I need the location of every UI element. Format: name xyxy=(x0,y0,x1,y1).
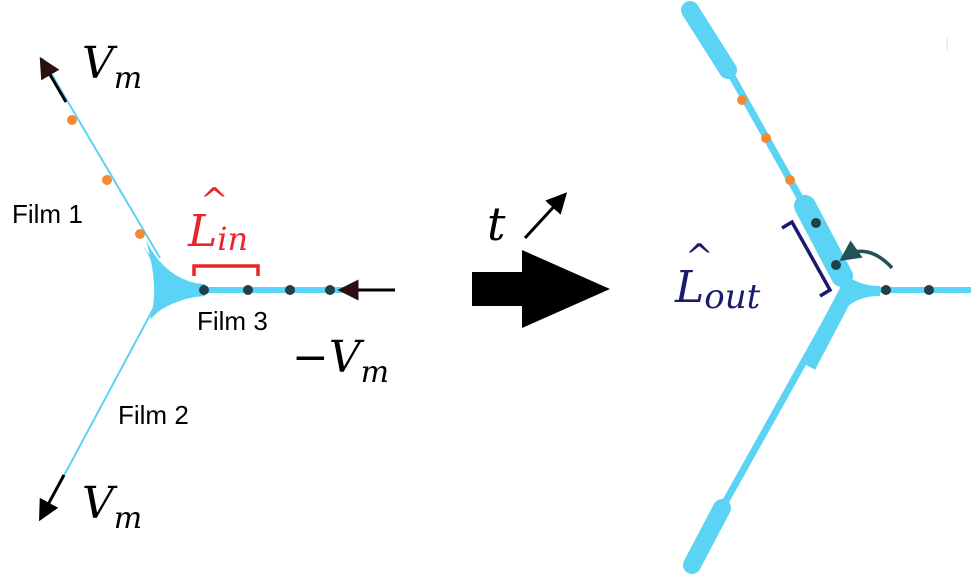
orange-dot xyxy=(135,229,145,239)
velocity-label-top: Vm xyxy=(82,38,142,96)
curved-arrow-icon xyxy=(848,251,892,268)
dark-dot xyxy=(199,285,209,295)
velocity-label-right: −Vm xyxy=(292,332,389,390)
dark-dot xyxy=(811,218,821,228)
velocity-arrow-bottom xyxy=(44,475,64,512)
orange-dot xyxy=(67,115,77,125)
dark-dot xyxy=(325,285,335,295)
transition: t xyxy=(472,197,610,328)
film-3-label: Film 3 xyxy=(197,306,268,336)
film-1-label: Film 1 xyxy=(12,199,83,229)
length-in-label: ^ Lin xyxy=(187,181,248,258)
dark-dot xyxy=(881,285,891,295)
film-2-line xyxy=(52,300,158,498)
diagonal-up-arrow-icon xyxy=(525,200,560,238)
velocity-label-bottom: Vm xyxy=(82,478,142,536)
length-in-bracket xyxy=(194,266,258,276)
film-2-mid xyxy=(808,290,848,366)
orange-dot xyxy=(737,95,747,105)
dark-dot xyxy=(831,260,841,270)
left-foam-junction xyxy=(42,58,395,512)
film-2-thick-end xyxy=(692,508,722,565)
orange-dot xyxy=(102,175,112,185)
velocity-arrow-top xyxy=(45,66,66,102)
dark-dot xyxy=(924,285,934,295)
time-symbol: t xyxy=(487,197,506,251)
orange-dot xyxy=(761,133,771,143)
dark-dot xyxy=(243,285,253,295)
big-right-arrow-icon xyxy=(472,250,610,328)
dark-dot xyxy=(285,285,295,295)
orange-dot xyxy=(785,175,795,185)
length-out-symbol: Lout xyxy=(674,262,761,317)
length-out-label: ^ Lout xyxy=(674,237,761,317)
film-1-thick-end xyxy=(690,10,728,70)
film-2-label: Film 2 xyxy=(118,400,189,430)
